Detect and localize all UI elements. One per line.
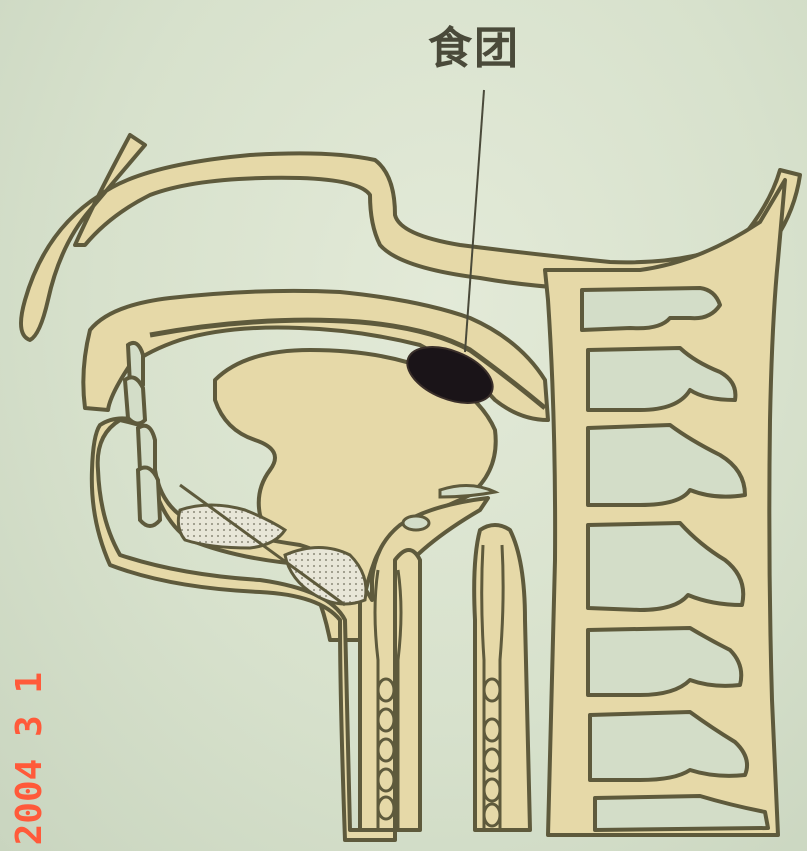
upper-incisor-2 [125,377,145,423]
esophagus-ring-5 [484,804,500,826]
larynx-ring-2 [378,709,394,731]
larynx-ring-5 [378,797,394,819]
larynx-ring-3 [378,739,394,761]
lower-incisor-2 [138,468,160,526]
date-stamp: 2004 3 1 [10,672,50,845]
epiglottis [440,485,495,497]
larynx-ring-4 [378,769,394,791]
esophagus-ring-1 [484,679,500,701]
hyoid-bone [403,516,429,530]
esophagus-ring-2 [484,719,500,741]
esophagus-ring-4 [484,779,500,801]
label-leader-line [465,90,484,352]
larynx-ring-1 [378,679,394,701]
esophagus-ring-3 [484,749,500,771]
bolus-label: 食团 [428,12,520,76]
